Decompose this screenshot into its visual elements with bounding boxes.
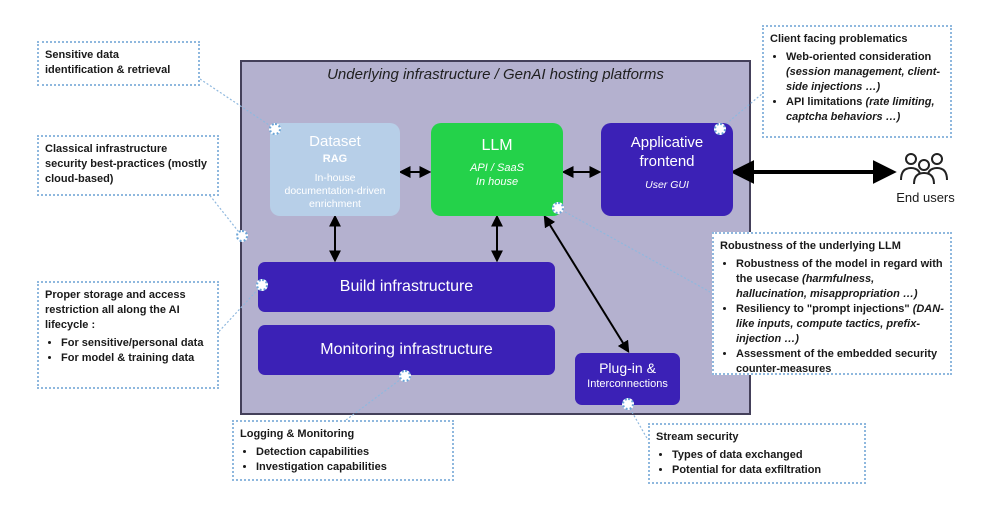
callout-client-item2: API limitations (786, 96, 863, 108)
frontend-title-line1: Applicative (630, 134, 704, 151)
callout-robustness-item2: Resiliency to "prompt injections" (736, 303, 910, 315)
callout-robustness-item: Robustness of the model in regard with t… (736, 257, 944, 302)
callout-logging-item: Investigation capabilities (256, 460, 446, 475)
callout-robustness-item2-detail: (DAN-like inputs, compute tactics, prefi… (736, 303, 944, 345)
callout-classical-infrastructure: Classical infrastructure security best-p… (37, 135, 219, 196)
callout-client-item2-detail: (rate limiting, captcha behaviors …) (786, 96, 935, 123)
build-title: Build infrastructure (339, 278, 474, 295)
leader-stream (627, 404, 649, 441)
llm-desc-inhouse: In house (475, 176, 519, 188)
callout-logging-title: Logging & Monitoring (240, 428, 355, 440)
callout-logging-monitoring: Logging & Monitoring Detection capabilit… (232, 420, 454, 481)
callout-robustness-item1-detail: (harmfulness, hallucination, misappropri… (736, 273, 918, 300)
callout-robustness-list: Robustness of the model in regard with t… (720, 257, 944, 377)
dataset-title: Dataset (309, 133, 361, 150)
plugin-node: Plug-in & Interconnections (575, 353, 680, 405)
dataset-subtitle: RAG (322, 153, 348, 165)
callout-classical-text: Classical infrastructure security best-p… (45, 143, 208, 185)
callout-logging-list: Detection capabilities Investigation cap… (240, 445, 446, 475)
callout-storage-item: For sensitive/personal data (61, 336, 211, 351)
llm-desc-api: API / SaaS (470, 162, 524, 174)
callout-client-item1: Web-oriented consideration (786, 51, 932, 63)
monitoring-infrastructure-node: Monitoring infrastructure (258, 325, 555, 375)
dataset-node: Dataset RAG In-house documentation-drive… (270, 123, 400, 216)
monitoring-title: Monitoring infrastructure (320, 341, 493, 358)
callout-client-item1-detail: (session management, client-side injecti… (786, 66, 941, 93)
callout-sensitive-data: Sensitive data identification & retrieva… (37, 41, 200, 86)
users-icon (900, 153, 948, 184)
callout-client-facing: Client facing problematics Web-oriented … (762, 25, 952, 138)
badge-dot-sensitive (269, 123, 281, 135)
callout-storage-item: For model & training data (61, 351, 211, 366)
callout-stream-item: Types of data exchanged (672, 448, 858, 463)
callout-robustness-title: Robustness of the underlying LLM (720, 240, 901, 252)
frontend-node: Applicative frontend User GUI (601, 123, 733, 216)
callout-storage-text: Proper storage and access restriction al… (45, 289, 186, 331)
badge-dot-logging (399, 370, 411, 382)
plugin-title: Plug-in & (599, 360, 656, 376)
callout-robustness-item: Resiliency to "prompt injections" (DAN-l… (736, 302, 944, 347)
end-users-label: End users (896, 190, 955, 205)
plugin-desc: Interconnections (587, 378, 668, 390)
callout-logging-item: Detection capabilities (256, 445, 446, 460)
leader-logging (345, 375, 406, 421)
callout-stream-title: Stream security (656, 431, 739, 443)
arrow-llm-plugin (543, 214, 630, 354)
callout-robustness-item: Assessment of the embedded security coun… (736, 347, 944, 377)
badge-dot-storage (256, 279, 268, 291)
callout-storage: Proper storage and access restriction al… (37, 281, 219, 389)
callout-client-item: API limitations (rate limiting, captcha … (786, 95, 944, 125)
callout-stream-list: Types of data exchanged Potential for da… (656, 448, 858, 478)
dataset-desc: In-house documentation-driven enrichment (284, 172, 386, 210)
badge-dot-stream (622, 398, 634, 410)
badge-dot-robustness (552, 202, 564, 214)
llm-node: LLM API / SaaS In house (431, 123, 563, 216)
llm-title: LLM (481, 137, 513, 154)
callout-stream-item: Potential for data exfiltration (672, 463, 858, 478)
callout-sensitive-line2: identification & retrieval (45, 64, 171, 76)
build-infrastructure-node: Build infrastructure (258, 262, 555, 312)
leader-sensitive (199, 78, 276, 130)
leader-storage (199, 284, 263, 353)
callout-client-title: Client facing problematics (770, 33, 908, 45)
callout-stream-security: Stream security Types of data exchanged … (648, 423, 866, 484)
badge-dot-classical (236, 230, 248, 242)
callout-sensitive-line1: Sensitive data (45, 49, 119, 61)
callout-robustness: Robustness of the underlying LLM Robustn… (712, 232, 952, 375)
callout-robustness-item1: Robustness of the model in regard with t… (736, 258, 943, 285)
frontend-title-line2: frontend (639, 153, 695, 170)
callout-client-list: Web-oriented consideration (session mana… (770, 50, 944, 125)
callout-storage-list: For sensitive/personal data For model & … (45, 336, 211, 366)
leader-robustness (557, 207, 713, 294)
leader-classical (199, 182, 243, 237)
platform-title: Underlying infrastructure / GenAI hostin… (327, 66, 664, 83)
frontend-desc: User GUI (645, 179, 689, 191)
callout-client-item: Web-oriented consideration (session mana… (786, 50, 944, 95)
badge-dot-client (714, 123, 726, 135)
